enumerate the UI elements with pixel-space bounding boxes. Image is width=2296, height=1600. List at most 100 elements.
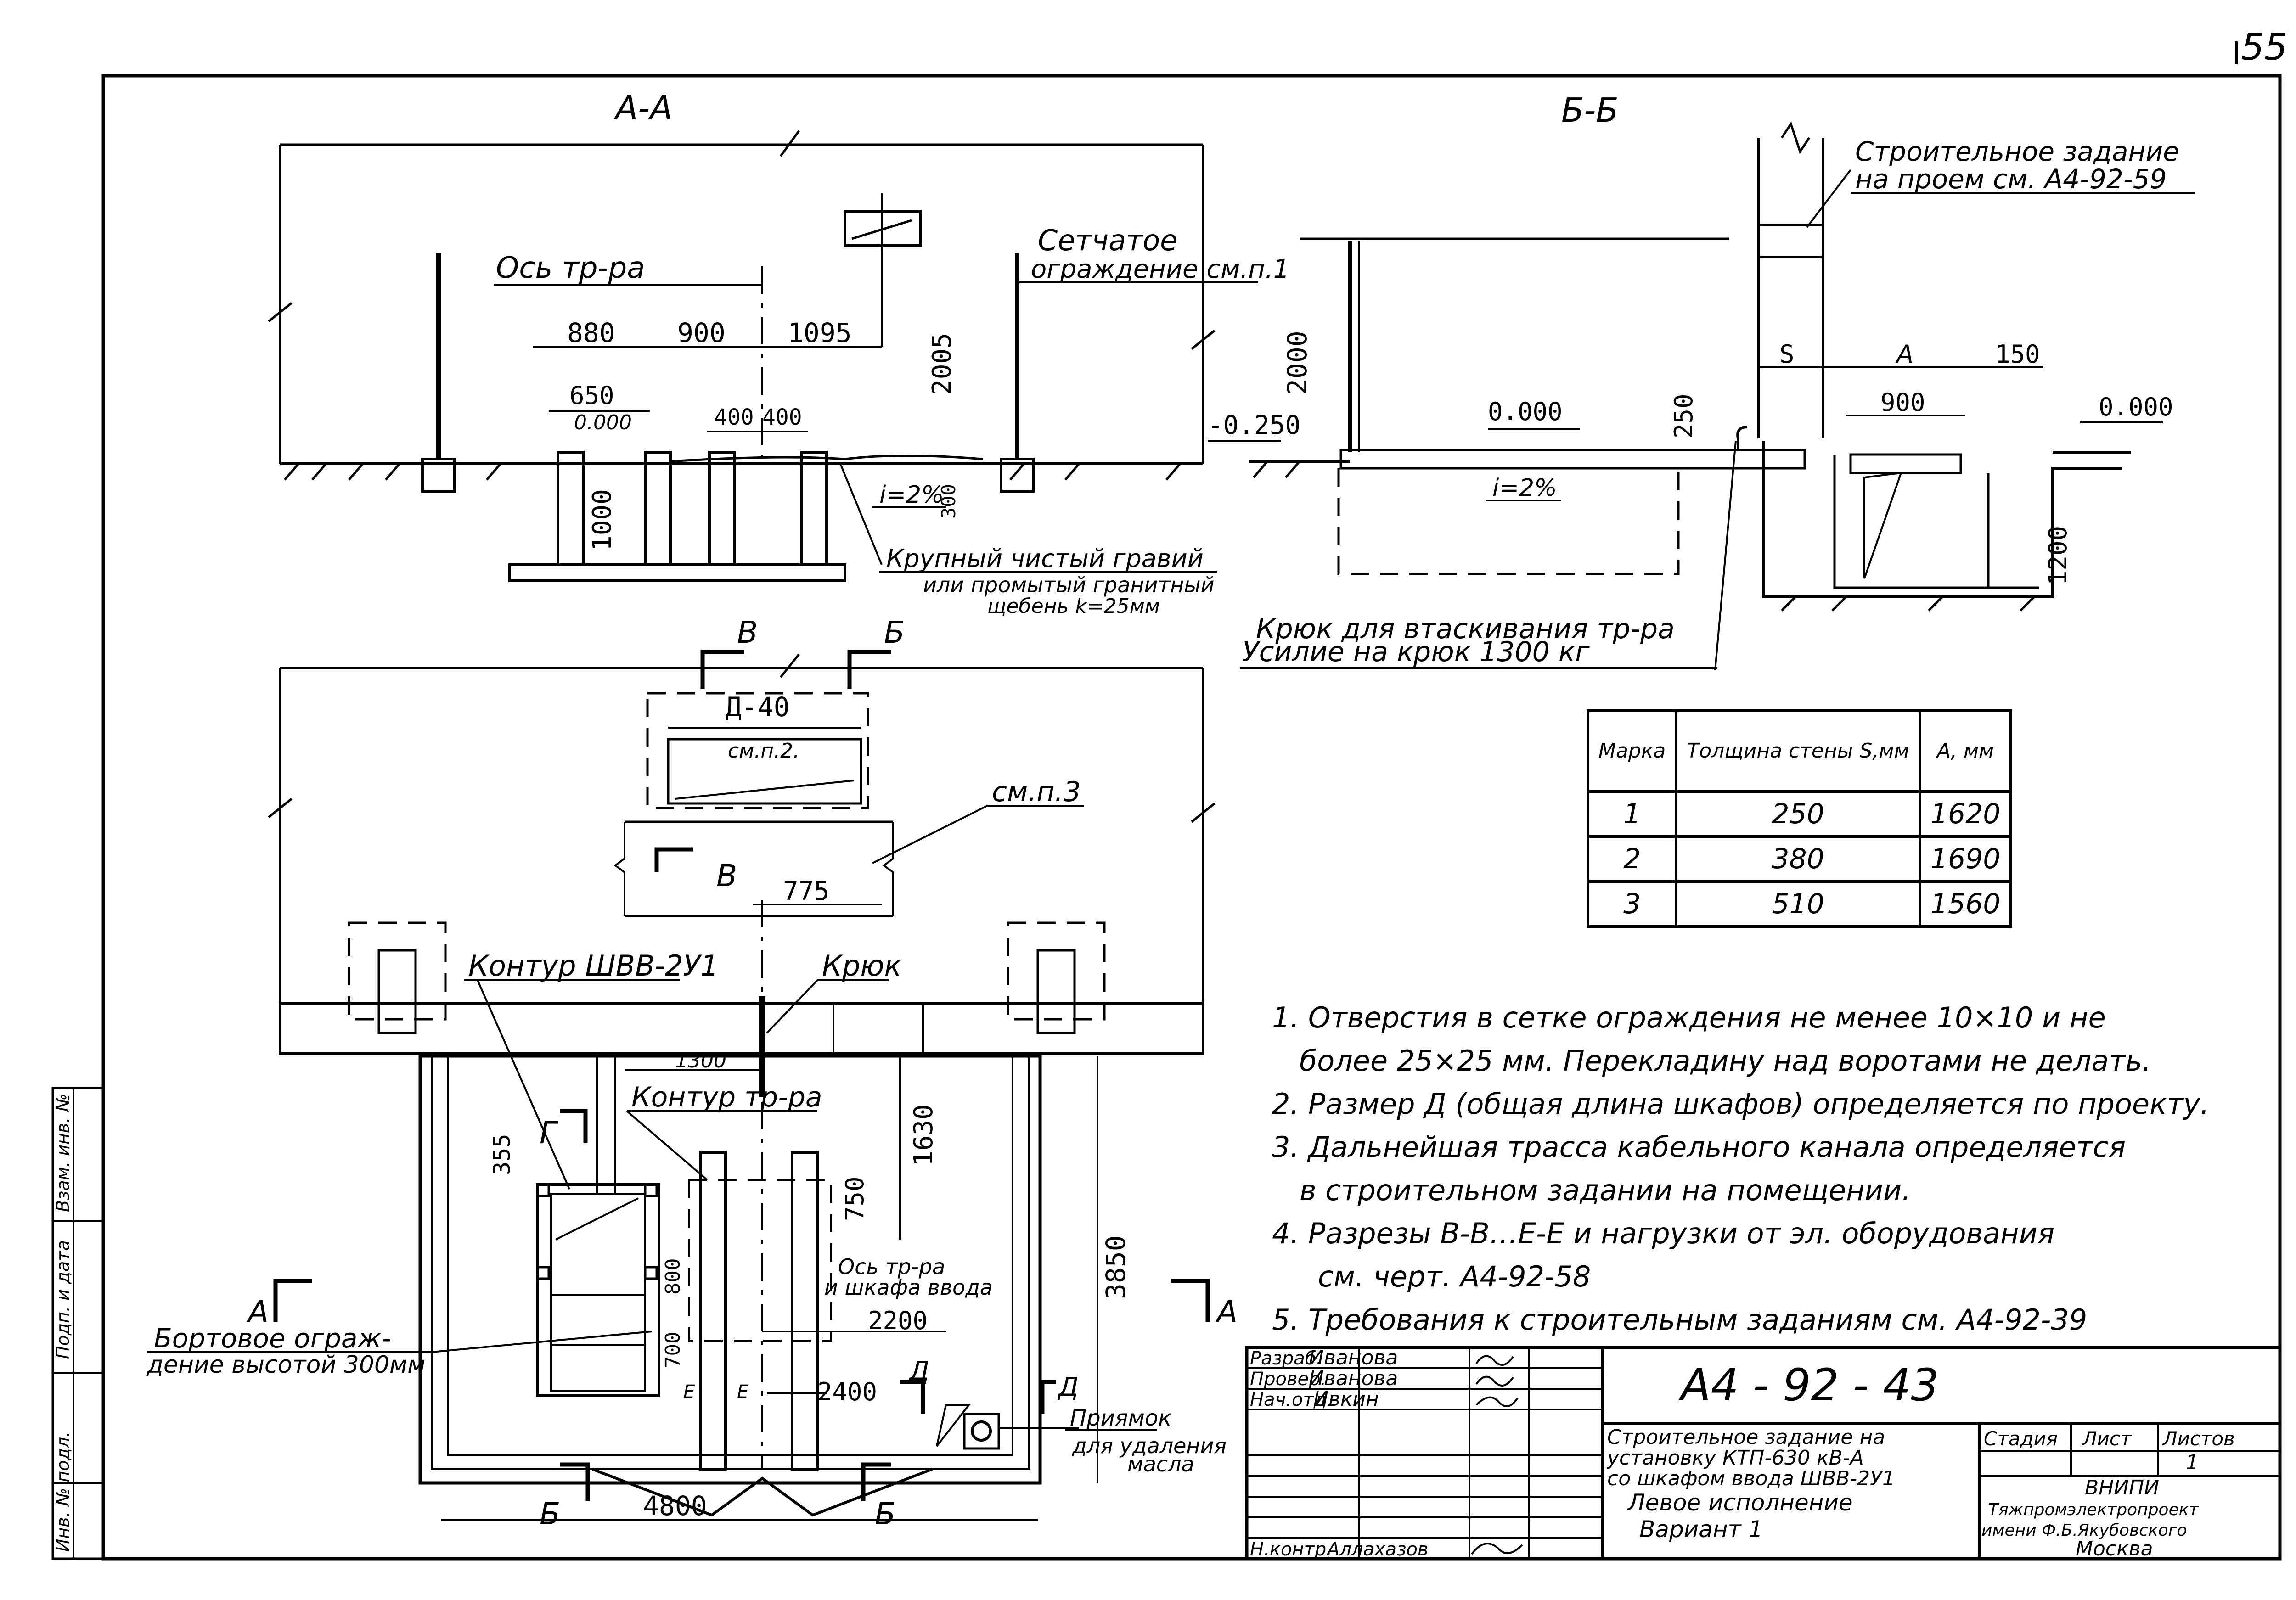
mark-v-bottom: В [716, 858, 737, 893]
general-notes: 1. Отверстия в сетке ограждения не менее… [1272, 996, 2259, 1342]
dim-d40: Д-40 [726, 691, 790, 723]
ref-p2: см.п.2. [728, 739, 799, 763]
contour-tr-label: Контур тр-ра [631, 1081, 822, 1113]
side-stamp: Взам. инв. № Подп. и дата Инв. № подл. [51, 1087, 105, 1560]
pit-label-1: Приямок [1070, 1405, 1171, 1431]
title-line-5: Вариант 1 [1639, 1516, 1763, 1543]
building-task-2: на проем см. А4-92-59 [1855, 163, 2167, 195]
sheet-value: 1 [2186, 1451, 2199, 1474]
role-norm-control: Н.контр. [1250, 1539, 1332, 1560]
title-line-4: Левое исполнение [1627, 1489, 1853, 1516]
dim-s: S [1779, 340, 1795, 369]
dim-250-bb: 250 [1669, 393, 1698, 438]
ref-p3: см.п.3 [992, 776, 1081, 808]
thickness-table: Марка Толщина стены S,мм А, мм 1 250 162… [1586, 709, 2013, 928]
dim-355: 355 [489, 1134, 515, 1175]
role-developed: Разраб. [1250, 1348, 1322, 1369]
th-a: А, мм [1918, 709, 2013, 793]
title-block: Разраб. Провер. Нач.отд. Н.контр. Иванов… [1245, 1346, 2282, 1561]
org-1: ВНИПИ [2085, 1476, 2159, 1499]
role-head: Нач.отд. [1250, 1389, 1332, 1410]
hook-label: Крюк [822, 949, 902, 982]
dim-900: 900 [677, 317, 726, 348]
mark-g-bottom: Б [540, 1496, 560, 1532]
mark-v-top: В [737, 615, 758, 650]
table-row: 1 250 1620 [1586, 790, 2013, 838]
cell: 510 [1675, 880, 1921, 928]
section-aa: А-А Ось тр-ра 880 900 1095 650 0.000 [268, 89, 1289, 618]
dim-1000: 1000 [587, 489, 617, 551]
contour-shvv-label: Контур ШВВ-2У1 [468, 949, 719, 982]
table-row: 3 510 1560 [1586, 880, 2013, 928]
border-fence-1: Бортовое ограж- [154, 1323, 391, 1354]
border-fence-2: дение высотой 300мм [146, 1351, 426, 1379]
dim-4800: 4800 [643, 1490, 707, 1521]
dim-750: 750 [840, 1176, 869, 1221]
building-task-1: Строительное задание [1855, 136, 2179, 167]
mark-d-2: Д [1057, 1372, 1079, 1402]
note-4b: см. черт. А4-92-58 [1318, 1260, 1591, 1293]
plan-axis-label-2: и шкафа ввода [824, 1275, 993, 1300]
dim-3850: 3850 [1100, 1235, 1131, 1299]
pit-label-3: масла [1127, 1452, 1194, 1476]
name-developed: Иванова [1309, 1346, 1398, 1370]
dim-700: 700 [661, 1332, 685, 1368]
mark-b-bottom: Б [875, 1496, 895, 1532]
bb-slope: i=2% [1492, 474, 1557, 502]
col-sheets: Листов [2162, 1427, 2235, 1450]
table-row: 2 380 1690 [1586, 835, 2013, 883]
mark-e-1: Е [683, 1381, 695, 1403]
plan-view: В Б Д-40 см.п.2. В 775 см.п.3 Крюк [146, 615, 1238, 1532]
dim-0000-aa: 0.000 [574, 411, 632, 434]
org-3: имени Ф.Б.Якубовского [1981, 1521, 2187, 1540]
mark-b-top: Б [884, 615, 905, 650]
name-checked: Иванова [1309, 1367, 1398, 1390]
col-stage: Стадия [1984, 1427, 2058, 1450]
dim-400a: 400 [714, 404, 754, 430]
gravel-note-3: щебень k=25мм [987, 595, 1160, 618]
dim-800: 800 [661, 1258, 685, 1295]
note-4a: 4. Разрезы В-В…Е-Е и нагрузки от эл. обо… [1272, 1217, 2055, 1250]
cell: 1620 [1918, 790, 2013, 838]
note-3b: в строительном задании на помещении. [1300, 1173, 1911, 1207]
stamp-replaced-inv: Взам. инв. № [53, 1094, 73, 1212]
section-aa-title: А-А [613, 89, 673, 127]
dim-880: 880 [567, 317, 615, 348]
th-thickness: Толщина стены S,мм [1675, 709, 1921, 793]
dim-300-aa: 300 [937, 484, 960, 519]
org-2: Тяжпромэлектропроект [1988, 1500, 2199, 1519]
plan-axis-label-1: Ось тр-ра [838, 1254, 945, 1279]
dim-0000-bb2: 0.000 [2099, 393, 2173, 421]
note-2: 2. Размер Д (общая длина шкафов) определ… [1272, 1087, 2210, 1121]
title-line-3: со шкафом ввода ШВВ-2У1 [1607, 1467, 1895, 1490]
stamp-orig-inv: Инв. № подл. [53, 1432, 73, 1552]
note-1b: более 25×25 мм. Перекладину над воротами… [1300, 1044, 2151, 1078]
dim-400b: 400 [762, 404, 802, 430]
fence-label-1: Сетчатое [1038, 224, 1177, 257]
dim-1095: 1095 [788, 317, 852, 348]
dim-775: 775 [783, 876, 829, 906]
hook-note-1: Крюк для втаскивания тр-ра [1256, 613, 1675, 645]
dim-2000: 2000 [1282, 331, 1313, 395]
dim-150: 150 [1995, 340, 2040, 369]
stamp-sign-date: Подп. и дата [53, 1240, 73, 1359]
dim-2005: 2005 [927, 333, 957, 395]
aa-slope: i=2% [879, 481, 944, 509]
dim-900-bb: 900 [1880, 388, 1925, 417]
fence-label-2: ограждение см.п.1 [1031, 254, 1289, 284]
mark-e-2: Е [737, 1381, 749, 1403]
cell: 250 [1675, 790, 1921, 838]
section-bb-title: Б-Б [1561, 91, 1619, 129]
dim-minus-0250: -0.250 [1208, 410, 1300, 440]
dim-2400: 2400 [817, 1377, 877, 1406]
note-5: 5. Требования к строительным заданиям см… [1272, 1303, 2088, 1336]
section-bb: Б-Б 2000 -0.250 0.000 250 i=2% S А [1208, 91, 2195, 671]
name-head: Ивкин [1313, 1387, 1379, 1411]
cell: 1 [1586, 790, 1678, 838]
cell: 3 [1586, 880, 1678, 928]
dim-1300: 1300 [675, 1049, 726, 1072]
gravel-note-1: Крупный чистый гравий [886, 544, 1204, 573]
mark-g-top: Г [540, 1115, 559, 1151]
hook-note-2: Усилие на крюк 1300 кг [1242, 636, 1590, 668]
cell: 2 [1586, 835, 1678, 883]
